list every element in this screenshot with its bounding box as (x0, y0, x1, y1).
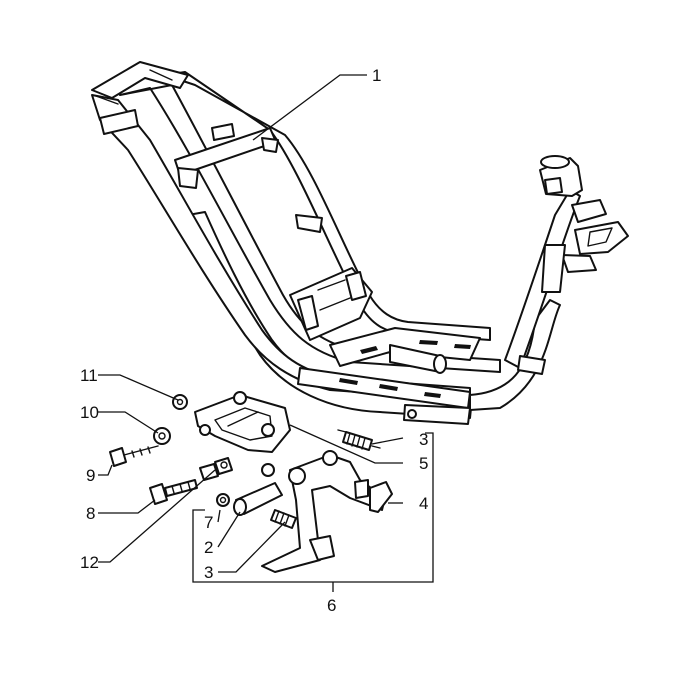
callout-3-lower: 3 (204, 563, 213, 582)
washer-stand (261, 463, 275, 477)
spring-upper (337, 429, 381, 451)
callout-4: 4 (419, 494, 428, 513)
callout-7: 7 (204, 513, 213, 532)
circlip (216, 493, 230, 507)
centre-stand (261, 450, 393, 573)
callout-2: 2 (204, 538, 213, 557)
screw-9 (109, 445, 159, 467)
engine-mount-bracket (194, 391, 291, 453)
callout-3-upper: 3 (419, 430, 428, 449)
washer-11 (172, 394, 188, 410)
bolt-8 (149, 479, 198, 505)
callout-labels: 1 3 5 4 11 10 9 8 12 7 2 3 6 (80, 66, 428, 615)
callout-12: 12 (80, 553, 99, 572)
callout-8: 8 (86, 504, 95, 523)
scooter-frame (91, 61, 629, 425)
nut-12 (199, 457, 233, 481)
callout-9: 9 (86, 466, 95, 485)
pivot-tube (233, 482, 283, 516)
spring-lower (270, 509, 297, 529)
callout-6: 6 (327, 596, 336, 615)
washer-10 (153, 427, 171, 445)
leader-lines (98, 74, 434, 592)
callout-10: 10 (80, 403, 99, 422)
callout-5: 5 (419, 454, 428, 473)
callout-11: 11 (80, 366, 98, 385)
callout-1: 1 (372, 66, 381, 85)
